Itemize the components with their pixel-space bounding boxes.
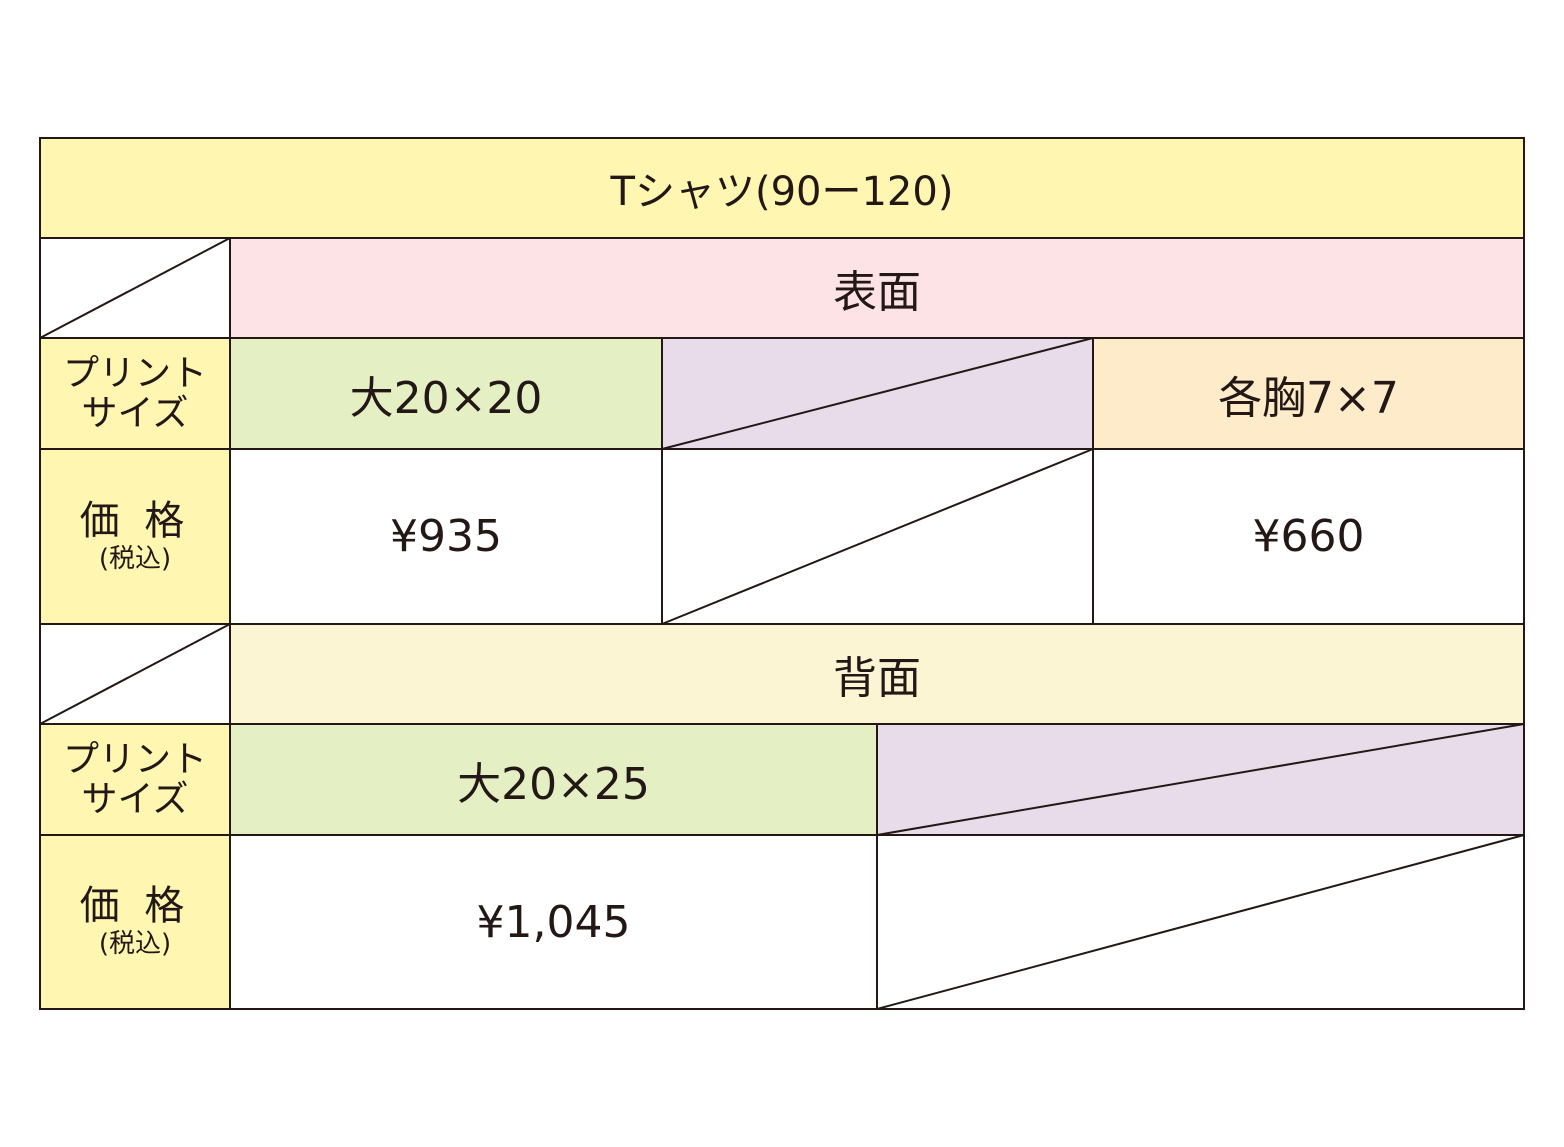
front-chest-size-cell: 各胸7×7: [1093, 338, 1524, 449]
front-chest-price-cell: ¥660: [1093, 449, 1524, 624]
front-empty-size-cell: [662, 338, 1093, 449]
back-large-price-cell: ¥1,045: [230, 835, 877, 1009]
back-empty-price-cell: [877, 835, 1524, 1009]
front-large-size-cell: 大20×20: [230, 338, 662, 449]
back-heading: 背面: [230, 624, 1524, 724]
front-empty-price-cell: [662, 449, 1093, 624]
front-print-size-label: プリント サイズ: [40, 338, 230, 449]
back-large-size-cell: 大20×25: [230, 724, 877, 835]
back-empty-size-cell: [877, 724, 1524, 835]
front-price-label: 価 格 (税込): [40, 449, 230, 624]
front-heading: 表面: [230, 238, 1524, 338]
corner-blank-cell-back: [40, 624, 230, 724]
tax-included-note: (税込): [98, 543, 172, 574]
price-label: 価 格: [79, 883, 191, 929]
front-large-price-cell: ¥935: [230, 449, 662, 624]
tax-included-note: (税込): [98, 929, 172, 959]
price-label: 価 格: [79, 497, 191, 544]
print-size-label-line1: プリント: [62, 352, 207, 394]
back-print-size-label: プリント サイズ: [40, 724, 230, 835]
back-price-label: 価 格 (税込): [40, 835, 230, 1009]
table-title: Tシャツ(90ー120): [40, 138, 1524, 238]
print-size-label-line2: サイズ: [81, 778, 189, 820]
corner-blank-cell-front: [40, 238, 230, 338]
print-size-label-line1: プリント: [62, 738, 207, 780]
print-size-label-line2: サイズ: [81, 392, 189, 434]
